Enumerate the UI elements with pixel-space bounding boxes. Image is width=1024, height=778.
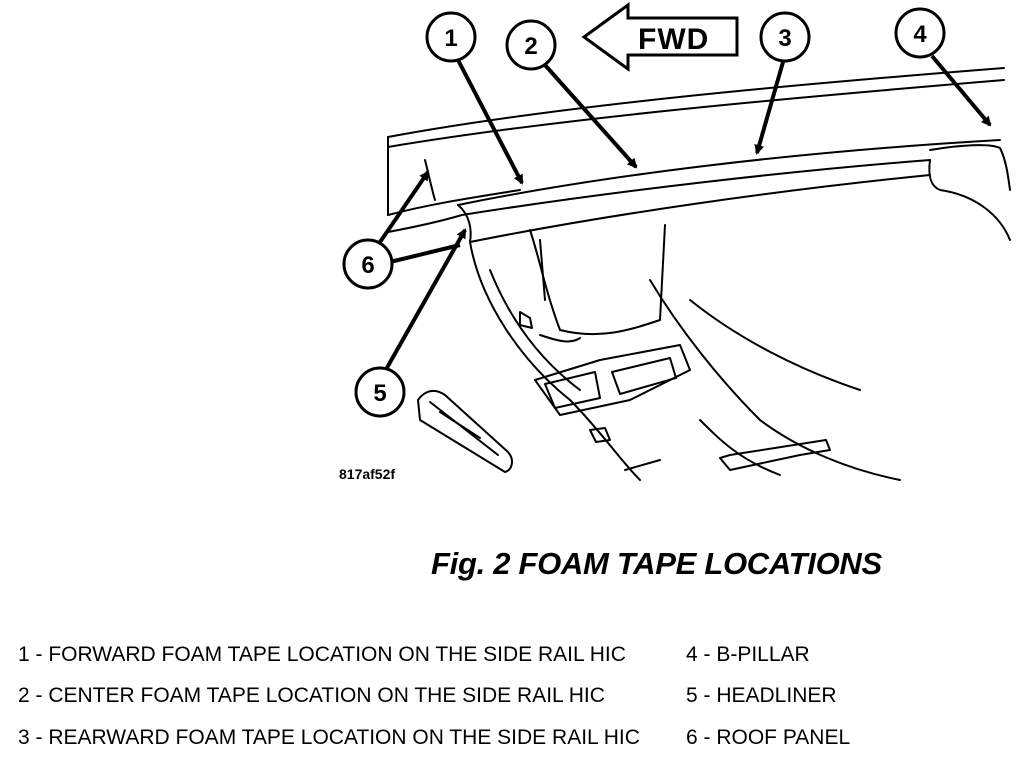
legend-item-6: 6 - ROOF PANEL <box>686 726 851 749</box>
figure-code: 817af52f <box>339 466 396 482</box>
leader-6 <box>376 170 430 247</box>
legend-item-5: 5 - HEADLINER <box>686 684 837 707</box>
callout-5: 5 <box>354 366 406 418</box>
leader-5 <box>382 228 467 374</box>
leader-2 <box>543 63 638 169</box>
callout-5-label: 5 <box>373 380 386 407</box>
forward-arrow-icon <box>581 2 739 72</box>
legend-item-3: 3 - REARWARD FOAM TAPE LOCATION ON THE S… <box>18 726 640 749</box>
leader-1 <box>456 59 524 185</box>
legend-item-4: 4 - B-PILLAR <box>686 643 810 666</box>
leader-6-roof <box>389 243 461 264</box>
vehicle-interior-drawing <box>387 67 1011 481</box>
callout-6-label: 6 <box>361 252 374 279</box>
callout-2-label: 2 <box>524 33 537 60</box>
callout-3-label: 3 <box>778 25 791 52</box>
legend-item-1: 1 - FORWARD FOAM TAPE LOCATION ON THE SI… <box>18 643 626 666</box>
legend-item-2: 2 - CENTER FOAM TAPE LOCATION ON THE SID… <box>18 684 605 707</box>
forward-label: FWD <box>638 23 709 56</box>
callout-3: 3 <box>759 11 811 63</box>
foam-tape-diagram: FWD 1 2 3 4 5 6 <box>342 2 1011 481</box>
callout-1-label: 1 <box>444 25 457 52</box>
leader-3 <box>754 61 785 155</box>
callout-4-label: 4 <box>913 21 927 48</box>
callout-6: 6 <box>342 238 394 290</box>
callout-leaders <box>376 54 992 374</box>
callout-4: 4 <box>894 7 946 59</box>
forward-direction-indicator: FWD <box>581 2 739 72</box>
callout-2: 2 <box>505 19 557 71</box>
leader-4 <box>930 54 992 127</box>
callout-1: 1 <box>425 11 477 63</box>
figure-caption: Fig. 2 FOAM TAPE LOCATIONS <box>431 546 882 581</box>
